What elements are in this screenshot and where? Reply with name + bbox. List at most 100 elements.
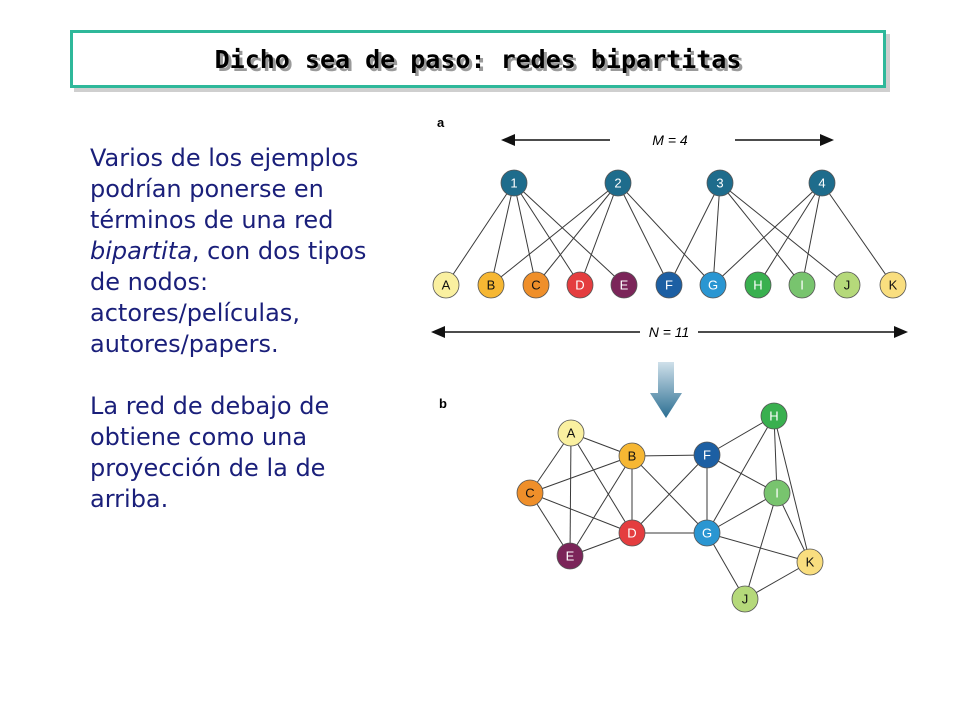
- projection-node-d: D: [618, 519, 646, 547]
- projection-node-i-label: I: [775, 486, 779, 501]
- projection-edge-b-c: [529, 455, 633, 494]
- n-count-label: N = 11: [649, 324, 690, 340]
- title-box: Dicho sea de paso: redes bipartitas: [70, 30, 886, 88]
- bottom-node-e-label: E: [620, 278, 629, 293]
- bipartite-edge-1-d: [513, 182, 581, 286]
- top-node-3: 3: [706, 169, 734, 197]
- paragraph-1: Varios de los ejemplos podrían ponerse e…: [90, 143, 400, 360]
- bipartite-edge-3-i: [719, 182, 803, 286]
- projection-node-d-circle: [618, 519, 646, 547]
- bottom-node-g-circle: [699, 271, 727, 299]
- bottom-node-c-circle: [522, 271, 550, 299]
- top-node-4-label: 4: [818, 176, 825, 191]
- bottom-node-g-label: G: [708, 278, 718, 293]
- panel-b-label: b: [439, 396, 447, 411]
- projection-node-f-circle: [693, 441, 721, 469]
- bipartite-edge-1-e: [513, 182, 625, 286]
- bottom-node-k: K: [879, 271, 907, 299]
- projection-node-b: B: [618, 442, 646, 470]
- bottom-node-j-circle: [833, 271, 861, 299]
- projection-node-j: J: [731, 585, 759, 613]
- paragraph-2: La red de debajo de obtiene como una pro…: [90, 392, 330, 513]
- projection-node-b-label: B: [628, 449, 637, 464]
- projection-node-e-label: E: [566, 549, 575, 564]
- projection-node-a: A: [557, 419, 585, 447]
- diagram-nodes: 1 2 3 4A B C D E F G H I J K A B C D E F G H I J K: [432, 169, 907, 613]
- bipartite-edge-2-c: [535, 182, 619, 286]
- bipartite-edge-3-g: [712, 182, 721, 286]
- top-node-2: 2: [604, 169, 632, 197]
- projection-edge-i-j: [744, 492, 778, 600]
- bipartite-edge-2-f: [617, 182, 670, 286]
- bipartite-edge-4-i: [801, 182, 823, 286]
- bottom-node-a-circle: [432, 271, 460, 299]
- top-node-4: 4: [808, 169, 836, 197]
- bottom-node-a: A: [432, 271, 460, 299]
- paragraph-1-after: , con dos tipos de nodos: actores/pelícu…: [90, 237, 367, 358]
- projection-edge-a-d: [570, 432, 633, 534]
- bottom-node-f-label: F: [665, 278, 673, 293]
- projection-node-g: G: [693, 519, 721, 547]
- projection-node-f: F: [693, 441, 721, 469]
- projection-edge-g-k: [706, 532, 811, 563]
- bottom-node-f-circle: [655, 271, 683, 299]
- bottom-node-e: E: [610, 271, 638, 299]
- projection-edge-c-d: [529, 492, 633, 534]
- bottom-node-a-label: A: [442, 278, 451, 293]
- bottom-node-h-circle: [744, 271, 772, 299]
- bipartite-edge-2-b: [490, 182, 619, 286]
- bottom-node-b: B: [477, 271, 505, 299]
- bottom-node-b-circle: [477, 271, 505, 299]
- projection-node-g-label: G: [702, 526, 712, 541]
- body-text: Varios de los ejemplos podrían ponerse e…: [90, 143, 400, 515]
- projection-node-c: C: [516, 479, 544, 507]
- projection-edge-g-i: [706, 492, 778, 534]
- bipartite-edge-4-h: [757, 182, 823, 286]
- projection-edge-b-e: [569, 455, 633, 557]
- projection-node-a-label: A: [567, 426, 576, 441]
- projection-node-i: I: [763, 479, 791, 507]
- bottom-node-f: F: [655, 271, 683, 299]
- projection-node-f-label: F: [703, 448, 711, 463]
- bottom-node-b-label: B: [487, 278, 496, 293]
- top-node-1: 1: [500, 169, 528, 197]
- projection-node-k: K: [796, 548, 824, 576]
- bipartite-edge-3-f: [668, 182, 721, 286]
- projection-edge-a-e: [569, 432, 572, 557]
- top-node-1-circle: [500, 169, 528, 197]
- projection-edge-d-f: [631, 454, 708, 534]
- projection-node-a-circle: [557, 419, 585, 447]
- paragraph-1-emphasis: bipartita: [90, 237, 192, 265]
- projection-node-j-circle: [731, 585, 759, 613]
- bottom-node-i: I: [788, 271, 816, 299]
- top-node-1-label: 1: [510, 176, 517, 191]
- bottom-node-k-circle: [879, 271, 907, 299]
- projection-edge-h-k: [773, 415, 811, 563]
- projection-node-b-circle: [618, 442, 646, 470]
- bipartite-edge-3-j: [719, 182, 848, 286]
- bottom-node-h-label: H: [753, 278, 762, 293]
- projection-node-c-label: C: [525, 486, 534, 501]
- top-node-3-circle: [706, 169, 734, 197]
- projection-node-h: H: [760, 402, 788, 430]
- projection-edge-g-h: [706, 415, 775, 534]
- bottom-node-d-circle: [566, 271, 594, 299]
- bottom-node-g: G: [699, 271, 727, 299]
- bottom-node-c: C: [522, 271, 550, 299]
- bipartite-edge-1-b: [490, 182, 515, 286]
- bottom-node-k-label: K: [889, 278, 898, 293]
- projection-node-i-circle: [763, 479, 791, 507]
- top-node-2-circle: [604, 169, 632, 197]
- bottom-node-d: D: [566, 271, 594, 299]
- top-node-3-label: 3: [716, 176, 723, 191]
- bottom-node-i-circle: [788, 271, 816, 299]
- bottom-node-j-label: J: [844, 278, 851, 293]
- slide-title: Dicho sea de paso: redes bipartitas: [214, 44, 742, 74]
- paragraph-1-before: Varios de los ejemplos podrían ponerse e…: [90, 144, 359, 234]
- bottom-node-d-label: D: [575, 278, 584, 293]
- top-node-2-label: 2: [614, 176, 621, 191]
- bottom-node-c-label: C: [531, 278, 540, 293]
- m-range-arrow: M = 4: [501, 132, 834, 148]
- n-range-arrow: N = 11: [431, 324, 908, 340]
